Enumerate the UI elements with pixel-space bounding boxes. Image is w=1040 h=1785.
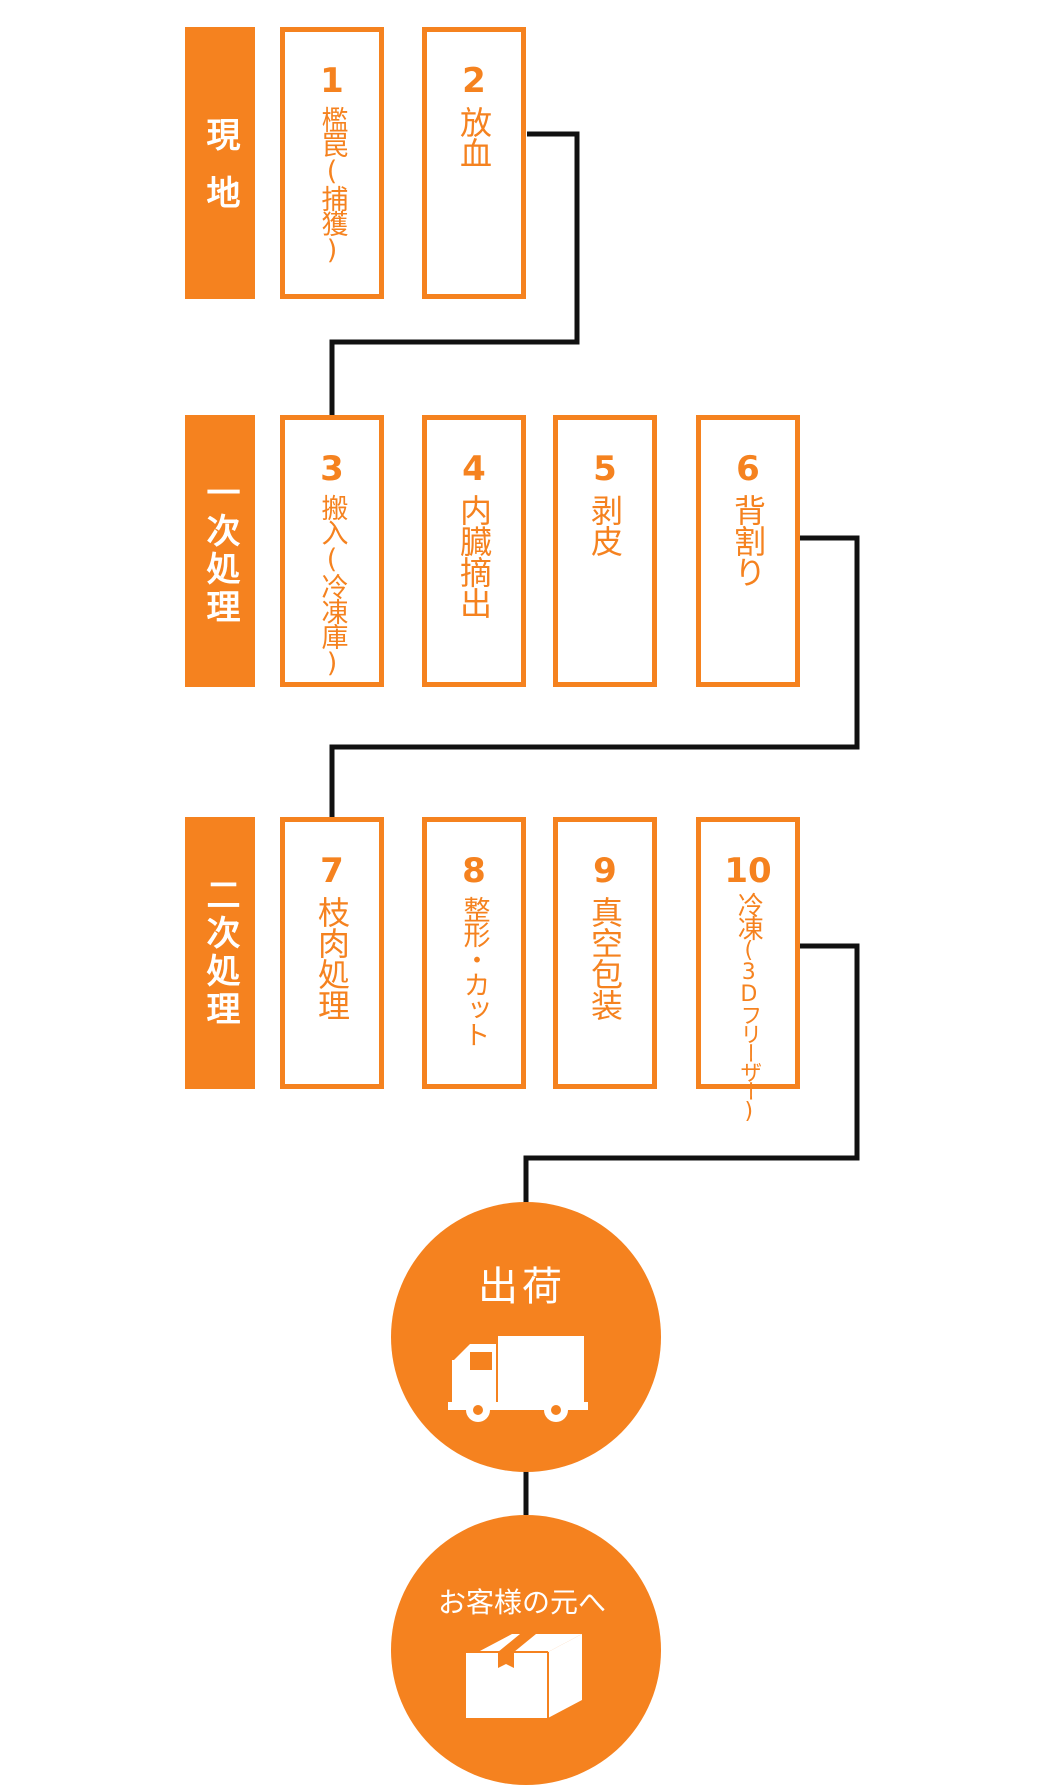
step-label: 放血: [455, 106, 493, 168]
step-label: 剥皮: [586, 494, 624, 556]
step-4: 4 内臓摘出: [422, 415, 526, 687]
step-label: 枝肉処理: [313, 896, 351, 1020]
connector-2-to-3: [329, 131, 580, 420]
delivery-label: お客様の元へ: [438, 1586, 606, 1619]
stage-ichiji: 一次処理: [185, 415, 255, 687]
stage-niji: 二次処理: [185, 817, 255, 1089]
step-number: 6: [736, 449, 760, 489]
step-3: 3 搬入(冷凍庫): [280, 415, 384, 687]
step-number: 7: [320, 851, 344, 891]
step-number: 8: [462, 851, 486, 891]
step-9: 9 真空包装: [553, 817, 657, 1089]
step-number: 1: [320, 61, 344, 101]
step-label: 冷凍(3Dフリーザー): [733, 892, 764, 1121]
box-icon: [466, 1634, 582, 1718]
step-label: 檻罠(捕獲): [316, 106, 348, 264]
connector-6-to-7: [329, 535, 860, 820]
step-number: 10: [724, 851, 772, 891]
step-number: 5: [593, 449, 617, 489]
step-label: 背割り: [729, 494, 767, 587]
step-number: 2: [462, 61, 486, 101]
shipping-label: 出荷: [478, 1264, 566, 1310]
step-label-main: 冷凍: [733, 892, 764, 938]
step-10: 10 冷凍(3Dフリーザー): [696, 817, 800, 1121]
step-6: 6 背割り: [696, 415, 800, 687]
step-number: 4: [462, 449, 486, 489]
connector-10-to-shipping: [523, 943, 860, 1210]
step-5: 5 剥皮: [553, 415, 657, 687]
step-label: 真空包装: [586, 896, 624, 1020]
step-2: 2 放血: [422, 27, 526, 299]
step-number: 3: [320, 449, 344, 489]
step-label: 整形・カット: [458, 896, 490, 1046]
step-label: 搬入(冷凍庫): [316, 494, 348, 677]
step-8: 8 整形・カット: [422, 817, 526, 1089]
step-label: 内臓摘出: [455, 494, 493, 618]
truck-icon: [448, 1336, 588, 1422]
step-7: 7 枝肉処理: [280, 817, 384, 1089]
step-number: 9: [593, 851, 617, 891]
step-1: 1 檻罠(捕獲): [280, 27, 384, 299]
stage-genchi: 現地: [185, 27, 255, 299]
step-label-sub: (3Dフリーザー): [736, 938, 762, 1121]
